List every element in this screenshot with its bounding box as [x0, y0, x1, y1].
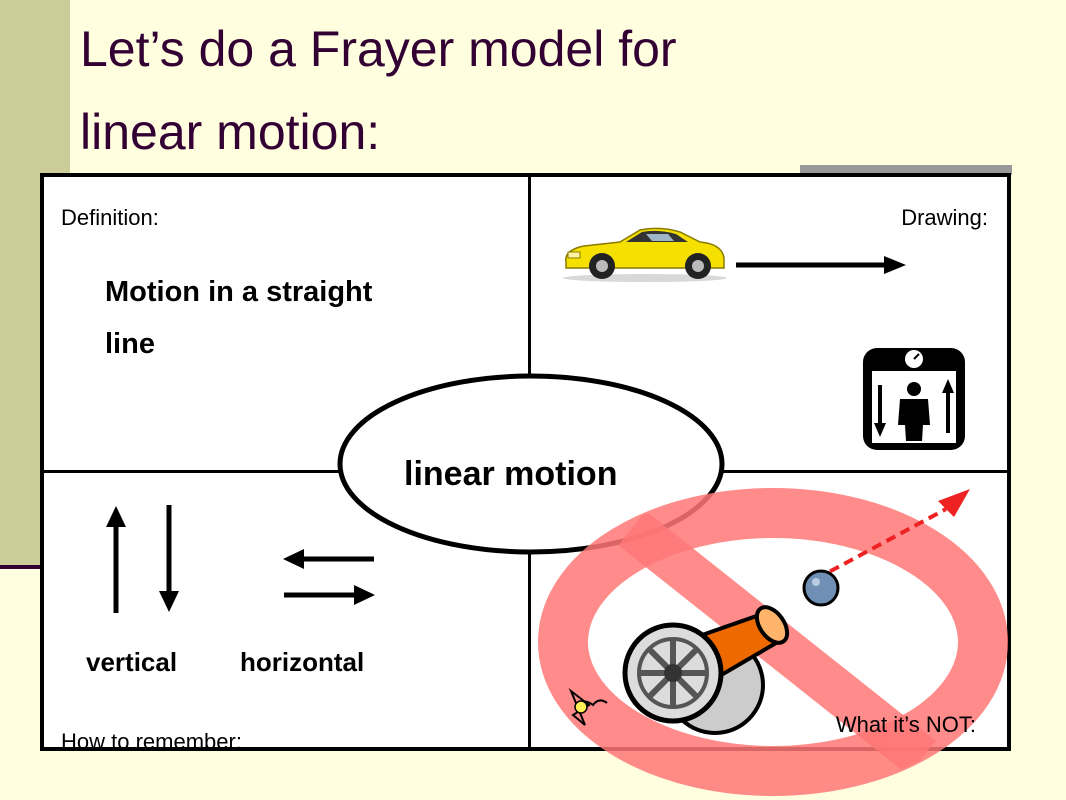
center-oval — [337, 373, 725, 555]
left-accent-line — [0, 565, 44, 569]
elevator-person-icon — [863, 348, 965, 450]
cannon-icon — [568, 605, 790, 735]
up-arrow-icon — [106, 506, 126, 613]
slide-title-line-2: linear motion: — [80, 104, 381, 160]
slide-title: Let’s do a Frayer model for linear motio… — [80, 8, 980, 174]
drawing-label: Drawing: — [901, 205, 988, 230]
projectile-path-icon — [815, 489, 970, 581]
definition-label: Definition: — [61, 205, 159, 230]
center-term: linear motion — [404, 455, 618, 493]
cannonball-icon — [802, 569, 840, 607]
right-arrow-icon — [736, 256, 906, 274]
definition-text-line-1: Motion in a straight — [105, 276, 373, 308]
yellow-car-icon — [563, 227, 727, 282]
horizontal-label: horizontal — [240, 647, 365, 677]
slide-title-line-1: Let’s do a Frayer model for — [80, 21, 677, 77]
vertical-label: vertical — [86, 647, 178, 677]
down-arrow-icon — [159, 505, 179, 612]
top-right-block — [800, 165, 1012, 175]
what-its-not-label: What it’s NOT: — [835, 712, 976, 737]
right-arrow-icon — [284, 585, 375, 605]
definition-text-line-2: line — [105, 328, 155, 360]
how-to-remember-label: How to remember: — [61, 729, 242, 754]
left-arrow-icon — [283, 549, 374, 569]
